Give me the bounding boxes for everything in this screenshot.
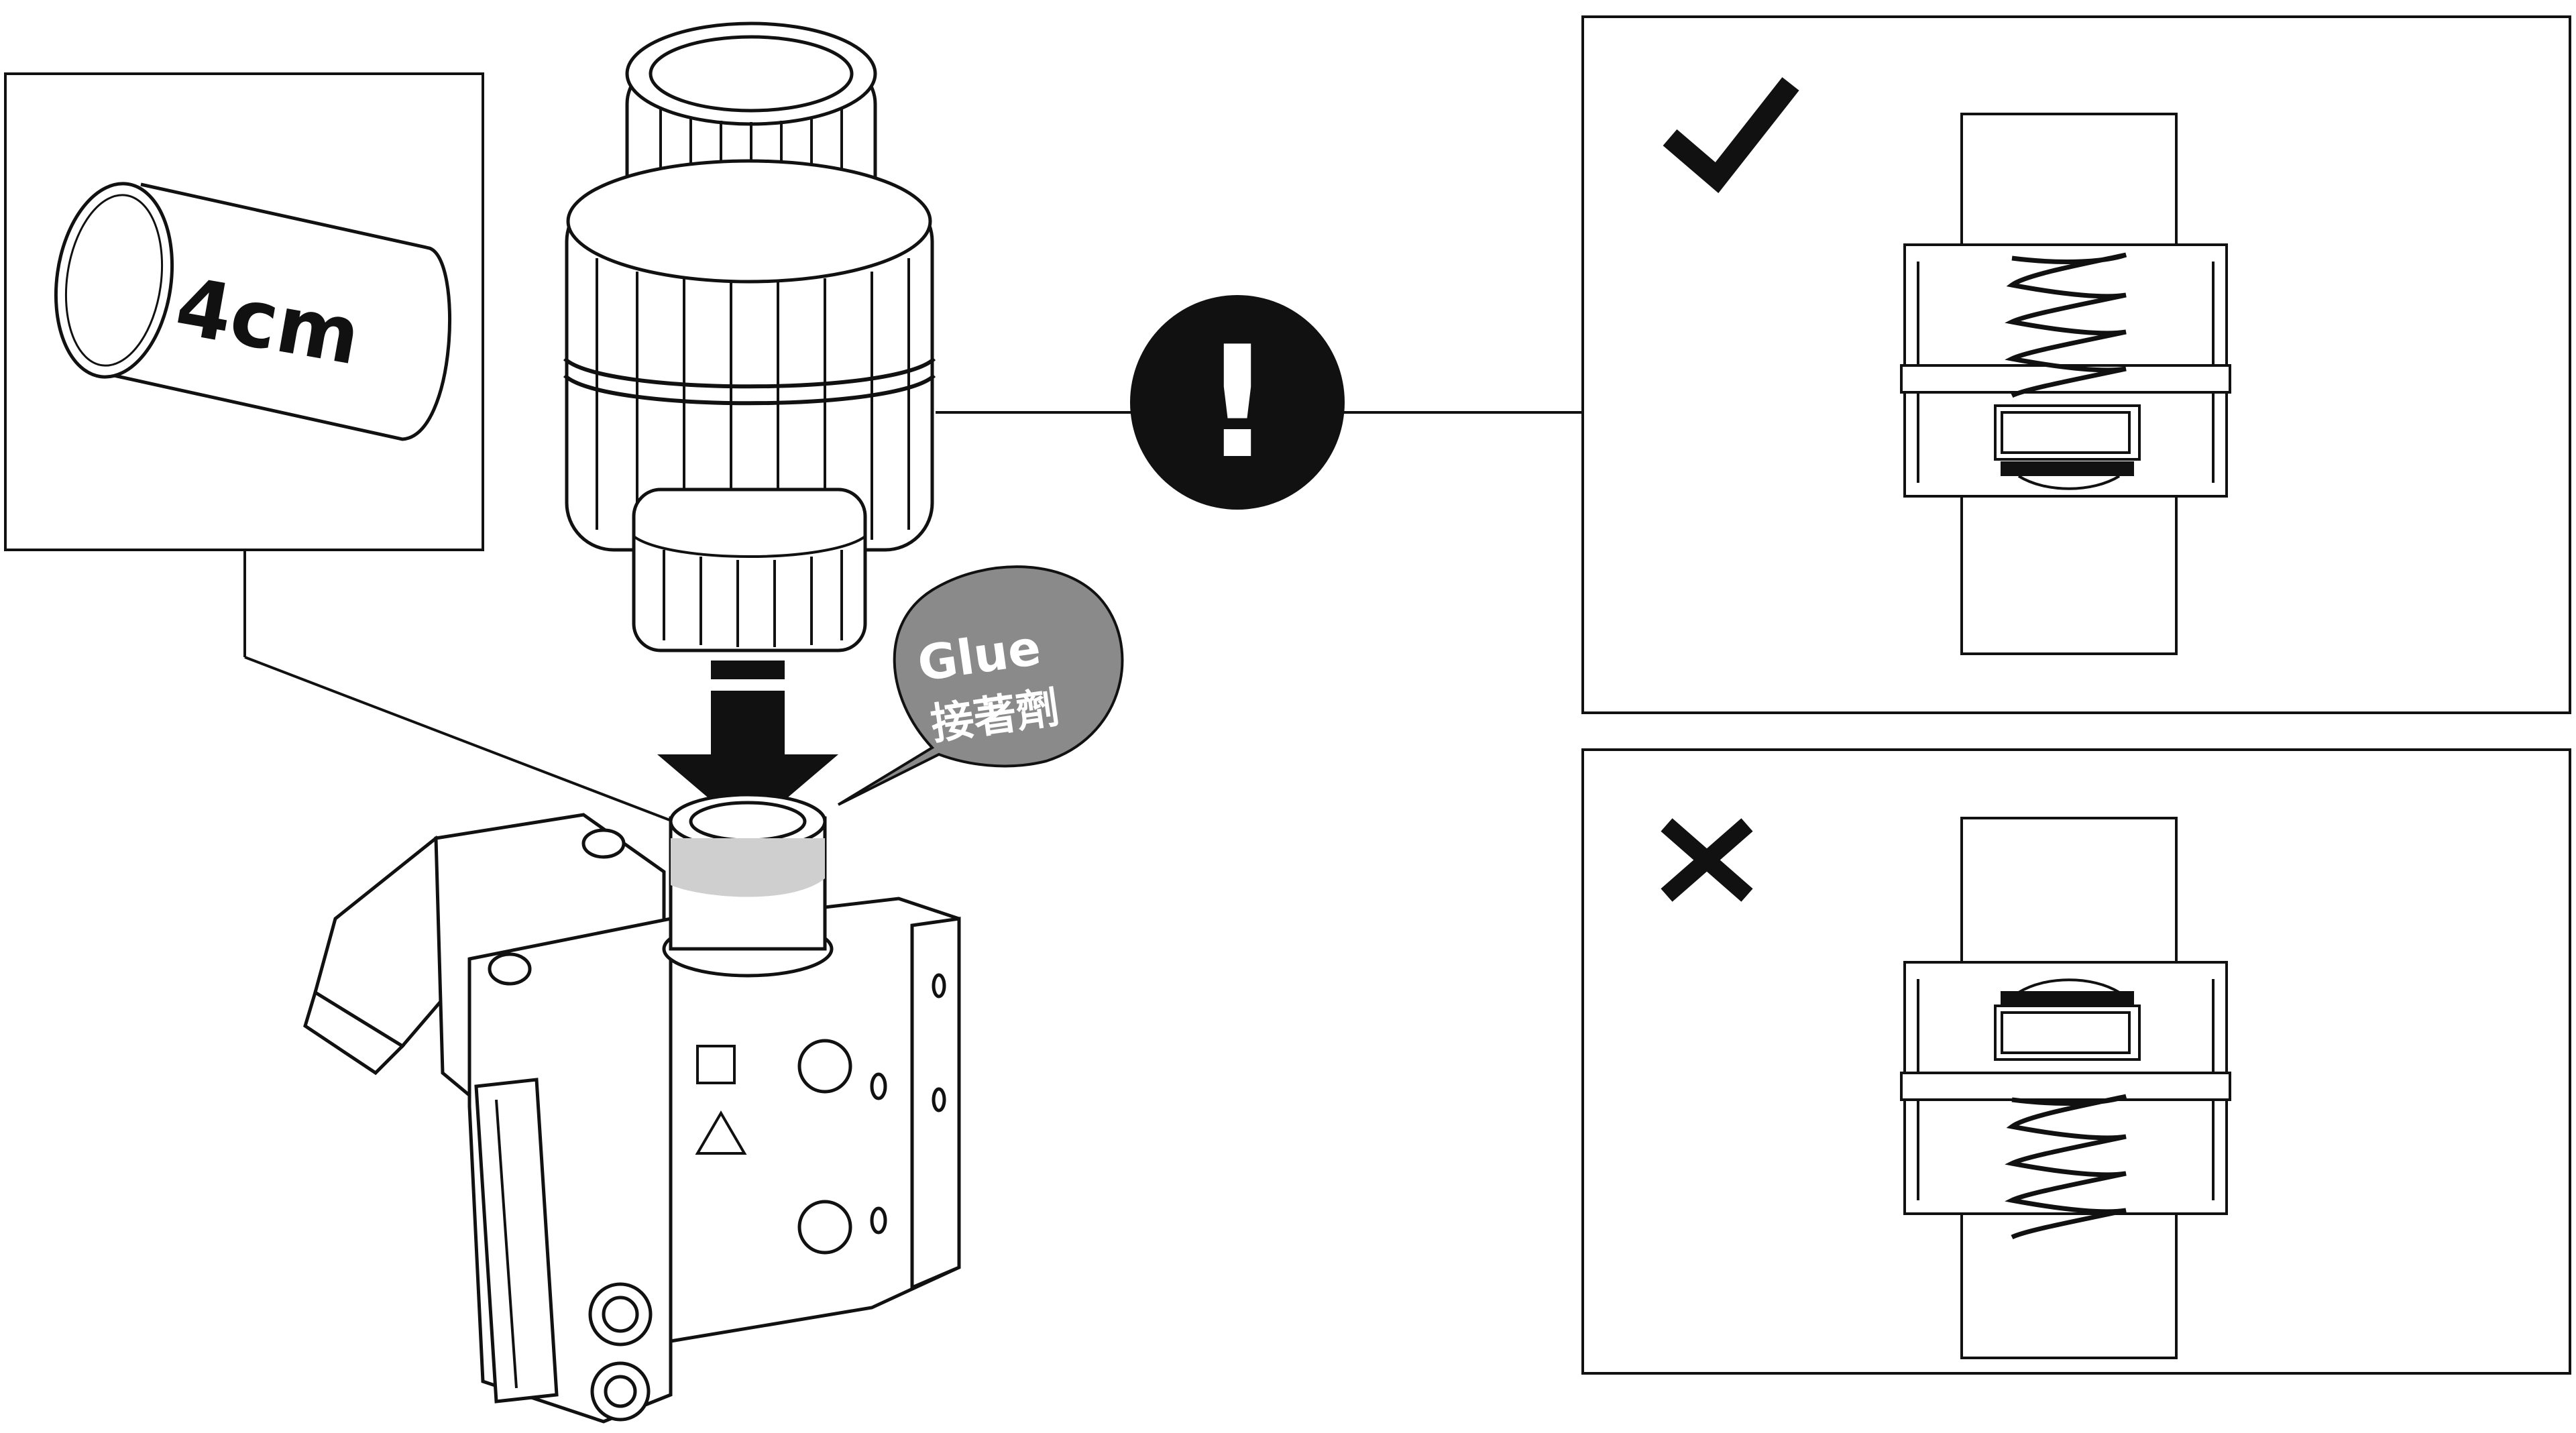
warning-icon: ! [1130, 295, 1345, 510]
down-arrow-icon [657, 661, 838, 832]
pipe-length-inset: 4cm [4, 72, 484, 551]
cross-icon [1661, 818, 1753, 902]
valve-section-wrong [1900, 817, 2231, 1359]
wrong-orientation-panel [1581, 748, 2571, 1375]
glue-callout: Glue 接著劑 [837, 565, 1124, 806]
correct-orientation-panel [1581, 15, 2571, 714]
union-check-valve [563, 21, 936, 652]
pump-body [303, 793, 961, 1424]
valve-section-correct [1900, 113, 2231, 655]
warning-mark: ! [1202, 314, 1273, 493]
checkmark-icon [1663, 77, 1799, 194]
